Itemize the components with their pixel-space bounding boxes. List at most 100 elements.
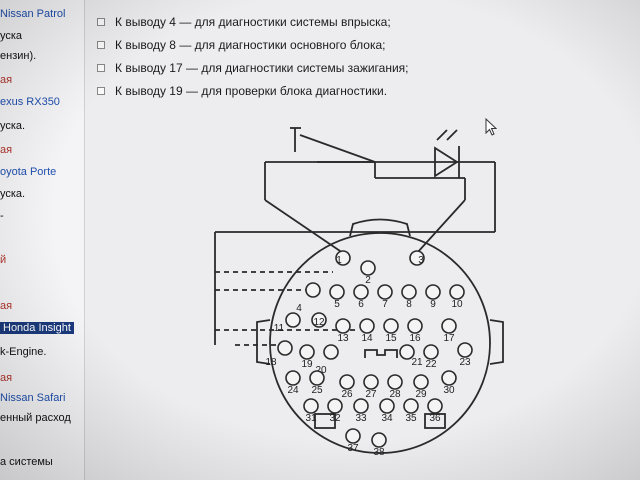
bullet-square-icon	[97, 86, 105, 95]
sidebar-item[interactable]: Nissan Safari	[0, 392, 66, 404]
pin-number-label: 29	[415, 389, 427, 400]
pin-number-label: 35	[405, 413, 417, 424]
pin-number-label: 15	[385, 333, 397, 344]
connector-pin	[353, 398, 369, 414]
pin-number-label: 38	[373, 447, 385, 458]
pin-number-label: 20	[315, 365, 327, 376]
connector-pin	[441, 318, 457, 334]
pin-number-label: 22	[425, 359, 437, 370]
sidebar-item: ая	[0, 300, 13, 312]
connector-tab-left	[314, 413, 336, 429]
sidebar-item[interactable]: oyota Porte	[0, 166, 57, 178]
pin-number-label: 26	[341, 389, 353, 400]
connector-pin	[339, 374, 355, 390]
pin-number-label: 31	[305, 413, 317, 424]
sidebar-item: k-Engine.	[0, 346, 47, 358]
pin-number-label: 9	[430, 299, 436, 310]
diode-icon	[434, 146, 459, 178]
sidebar-item[interactable]: Nissan Patrol	[0, 8, 66, 20]
connector-pin	[359, 318, 375, 334]
pin-number-label: 18	[265, 357, 277, 368]
connector-pin	[311, 312, 327, 328]
connector-pin	[363, 374, 379, 390]
pin-number-label: 13	[337, 333, 349, 344]
connector-outline	[269, 232, 491, 454]
pin-number-label: 5	[334, 299, 340, 310]
mouse-cursor-icon	[485, 117, 498, 141]
list-item: К выводу 8 — для диагностики основного б…	[97, 33, 409, 56]
connector-pin	[383, 318, 399, 334]
pin-number-label: 21	[411, 357, 423, 368]
connector-pin	[401, 284, 417, 300]
pin-number-label: 4	[296, 303, 302, 314]
sidebar-item: -	[0, 210, 4, 222]
connector-pin	[407, 318, 423, 334]
sidebar-item: ензин).	[0, 50, 37, 62]
connector-key-center	[364, 349, 398, 358]
pin-number-label: 23	[459, 357, 471, 368]
connector-pin	[277, 340, 293, 356]
pin-number-label: 33	[355, 413, 367, 424]
pin-number-label: 28	[389, 389, 401, 400]
pin-number-label: 12	[313, 317, 325, 328]
connector-pin	[323, 344, 339, 360]
connector-pin	[425, 284, 441, 300]
connector-pin	[427, 398, 443, 414]
pin-number-label: 3	[418, 255, 424, 266]
pin-number-label: 25	[311, 385, 323, 396]
connector-pin	[379, 398, 395, 414]
pin-number-label: 24	[287, 385, 299, 396]
pin-number-label: 14	[361, 333, 373, 344]
connector-pin	[457, 342, 473, 358]
connector-pin	[305, 282, 321, 298]
sidebar-item: уска.	[0, 120, 26, 132]
pin-number-label: 16	[409, 333, 421, 344]
pin-number-label: 30	[443, 385, 455, 396]
list-item: К выводу 19 — для проверки блока диагнос…	[97, 79, 409, 102]
article-content: К выводу 4 — для диагностики системы впр…	[85, 0, 640, 480]
connector-pin	[371, 432, 387, 448]
pin-number-label: 6	[358, 299, 364, 310]
pin-number-label: 17	[443, 333, 455, 344]
connector-key-top	[349, 218, 411, 237]
connector-pin	[299, 344, 315, 360]
connector-pin	[285, 312, 301, 328]
sidebar-item: уска.	[0, 188, 26, 200]
pin-number-label: 37	[347, 443, 359, 454]
connector-tab-right	[424, 413, 446, 429]
list-item: К выводу 4 — для диагностики системы впр…	[97, 10, 409, 33]
pin-number-label: 34	[381, 413, 393, 424]
connector-pin	[423, 344, 439, 360]
sidebar-item: ая	[0, 372, 13, 384]
connector-pin	[399, 344, 415, 360]
connector-pin	[413, 374, 429, 390]
connector-pin	[449, 284, 465, 300]
switch-lever	[299, 134, 376, 163]
pin-number-label: 8	[406, 299, 412, 310]
pin-number-label: 1	[336, 255, 342, 266]
connector-pin	[409, 250, 425, 266]
pin-list: К выводу 4 — для диагностики системы впр…	[97, 10, 409, 102]
connector-pin	[327, 398, 343, 414]
sidebar-item: ая	[0, 74, 13, 86]
pin-number-label: 10	[451, 299, 463, 310]
connector-pin	[403, 398, 419, 414]
sidebar-item[interactable]: Honda Insight	[0, 322, 74, 334]
bullet-square-icon	[97, 40, 105, 49]
connector-clip-left	[256, 319, 271, 365]
connector-pin	[335, 318, 351, 334]
connector-pin	[345, 428, 361, 444]
connector-pin	[360, 260, 376, 276]
sidebar-item: а системы	[0, 456, 53, 468]
pin-number-label: 2	[365, 275, 371, 286]
connector-pin	[285, 370, 301, 386]
pin-number-label: 7	[382, 299, 388, 310]
sidebar-item[interactable]: exus RX350	[0, 96, 60, 108]
pin-number-label: 32	[329, 413, 341, 424]
connector-pin	[309, 370, 325, 386]
connector-pin	[329, 284, 345, 300]
pin-number-label: 11	[274, 323, 285, 334]
